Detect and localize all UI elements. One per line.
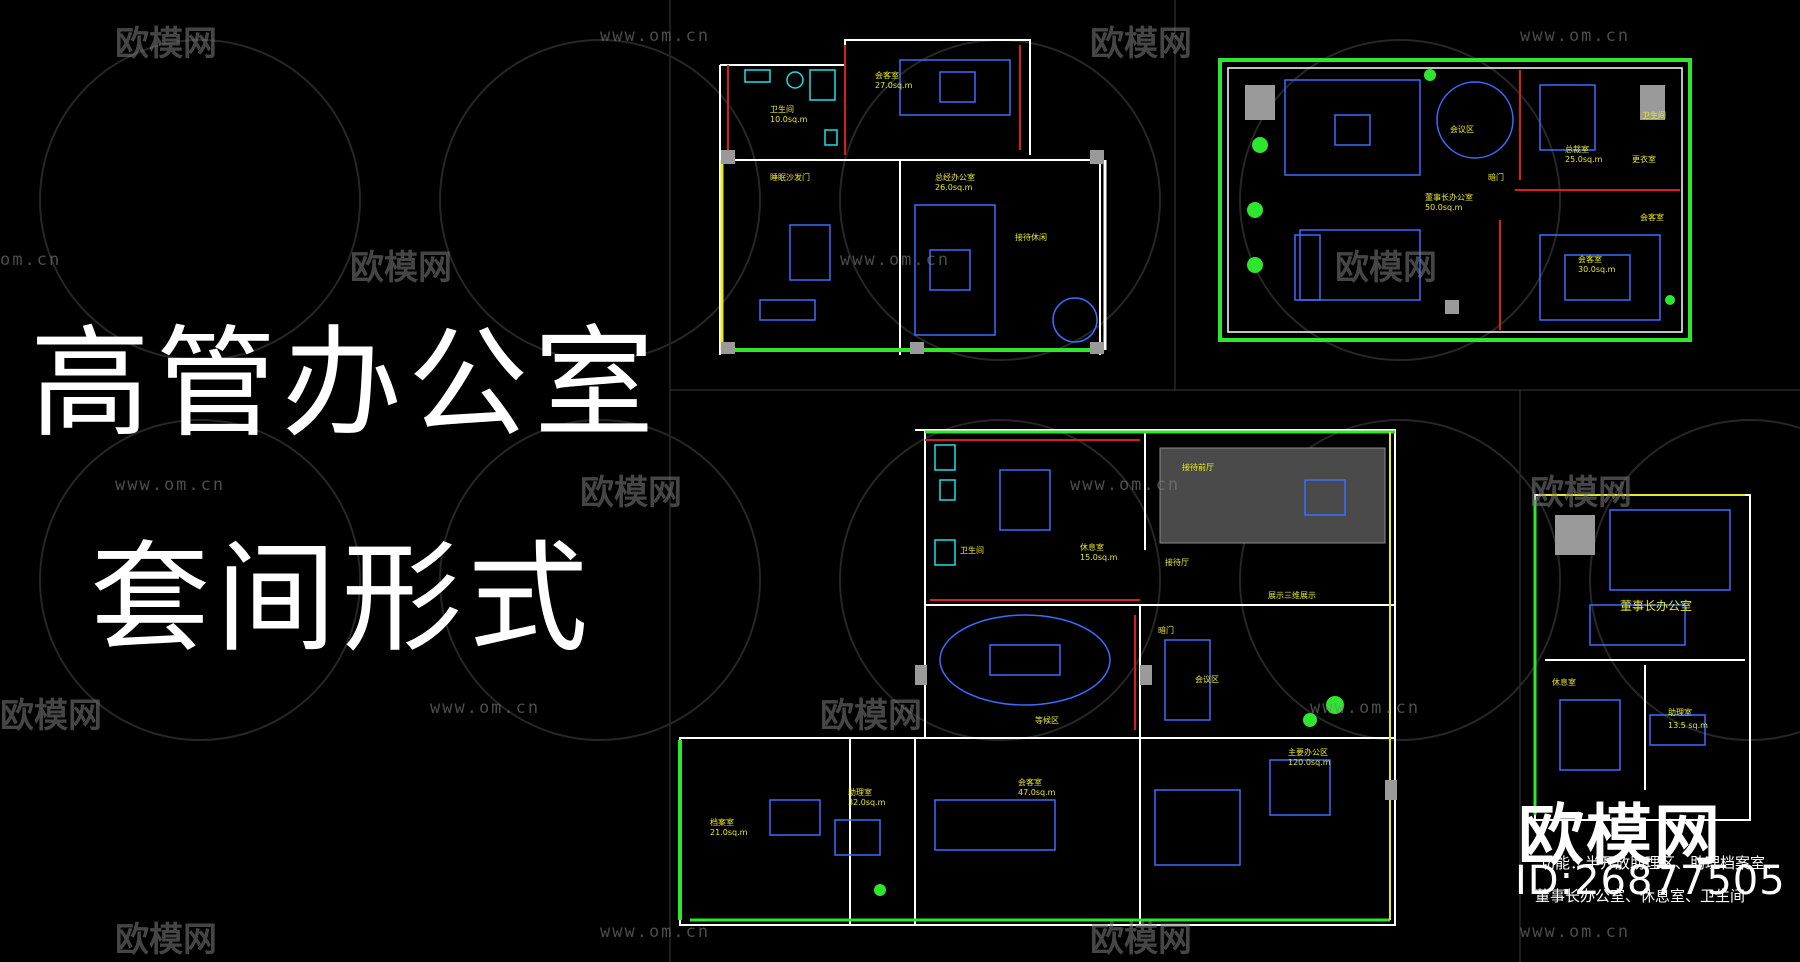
plan2-room-7: 会客室 [1578, 254, 1602, 264]
watermark-url: www.om.cn [1070, 475, 1181, 495]
plan3-room-2: 15.0sq.m [1080, 553, 1118, 562]
watermark-brand: 欧模网 [820, 696, 922, 736]
plan3-room-11: 助理室 [848, 787, 872, 797]
plan3-room-10: 47.0sq.m [1018, 788, 1056, 797]
plan3-room-9: 会客室 [1018, 777, 1042, 787]
watermark-url: www.om.cn [600, 922, 711, 942]
plan3-room-7: 主要办公区 [1288, 747, 1328, 757]
watermark-url: www.om.cn [430, 698, 541, 718]
plan3-room-0: 卫生间 [960, 545, 984, 555]
plan-room-labels: 会客室 27.0sq.m 卫生间 10.0sq.m 睡眠沙发门 总经办公室 26… [710, 70, 1708, 837]
plan-2 [1218, 58, 1692, 342]
watermark-brand: 欧模网 [0, 696, 102, 736]
plan2-room-5: 董事长办公室 [1425, 192, 1473, 202]
watermark-url: www.om.cn [840, 250, 951, 270]
plan3-room-13: 档案室 [710, 817, 734, 827]
plan3-room-15: 展示三维展示 [1268, 590, 1316, 600]
watermark-brand: 欧模网 [115, 24, 217, 64]
plan2-room-8: 30.0sq.m [1578, 265, 1616, 274]
panel-grid [669, 0, 1800, 962]
plan2-room-6: 50.0sq.m [1425, 203, 1463, 212]
watermark-url: www.om.cn [1520, 26, 1631, 46]
plan1-room-1: 27.0sq.m [875, 81, 913, 90]
plan2-room-1: 总裁室 [1565, 144, 1589, 154]
watermark-url: www.om.cn [1520, 922, 1631, 942]
plan3-room-8: 120.0sq.m [1288, 758, 1331, 767]
watermark-brand: 欧模网 [1090, 920, 1192, 960]
plan3-room-5: 会议区 [1195, 674, 1219, 684]
plan3-room-3: 接待厅 [1165, 557, 1189, 567]
watermark-brand: 欧模网 [1530, 473, 1632, 513]
plan4-room-0: 董事长办公室 [1620, 598, 1692, 613]
plan3-room-4: 暗门 [1158, 625, 1174, 635]
watermark-brand: 欧模网 [350, 248, 452, 288]
plan1-room-4: 睡眠沙发门 [770, 172, 810, 182]
plan2-room-10: 会客室 [1640, 212, 1664, 222]
plan1-room-0: 会客室 [875, 70, 899, 80]
plan1-room-3: 10.0sq.m [770, 115, 808, 124]
plan2-room-3: 卫生间 [1642, 110, 1666, 120]
watermark-brand: 欧模网 [1090, 24, 1192, 64]
watermark-url: www.om.cn [115, 475, 226, 495]
watermark-brand: 欧模网 [115, 920, 217, 960]
watermark-url: www.om.cn [1310, 698, 1421, 718]
watermark-url: www.om.cn [600, 26, 711, 46]
title-line-2: 套间形式 [90, 530, 594, 669]
plan2-room-4: 更衣室 [1632, 154, 1656, 164]
brand-id-text: ID:26877505 [1515, 858, 1786, 904]
plan2-room-2: 25.0sq.m [1565, 155, 1603, 164]
plan3-room-16: 接待前厅 [1182, 462, 1214, 472]
watermark-brand: 欧模网 [580, 473, 682, 513]
plan3-room-1: 休息室 [1080, 542, 1104, 552]
title-line-1: 高管办公室 [30, 315, 660, 454]
plan-3 [678, 429, 1397, 926]
plan1-room-5: 总经办公室 [935, 172, 975, 182]
plan3-room-6: 等候区 [1035, 715, 1059, 725]
watermark-circles [39, 39, 1800, 741]
plan1-room-2: 卫生间 [770, 104, 794, 114]
function-note-line-2: 董事长办公室、休息室、卫生间 [1535, 887, 1746, 905]
plan3-room-12: 32.0sq.m [848, 798, 886, 807]
plan1-room-6: 26.0sq.m [935, 183, 973, 192]
plan4-room-2: 助理室 [1668, 707, 1692, 717]
plan3-room-14: 21.0sq.m [710, 828, 748, 837]
plan-4 [1533, 494, 1751, 821]
plan4-room-3: 13.5 sq.m [1668, 721, 1708, 730]
plan2-room-9: 暗门 [1488, 172, 1504, 182]
plan4-room-1: 休息室 [1552, 677, 1576, 687]
plan-1 [719, 39, 1107, 355]
plan2-room-0: 会议区 [1450, 124, 1474, 134]
watermark-url: om.cn [0, 250, 62, 270]
function-note-line-1: 功能：半开放助理区、助理档案室、 [1540, 854, 1781, 872]
plan1-room-7: 接待休闲 [1015, 232, 1047, 242]
brand-logo-text: 欧模网 [1518, 797, 1722, 874]
watermark-brand: 欧模网 [1335, 248, 1437, 288]
